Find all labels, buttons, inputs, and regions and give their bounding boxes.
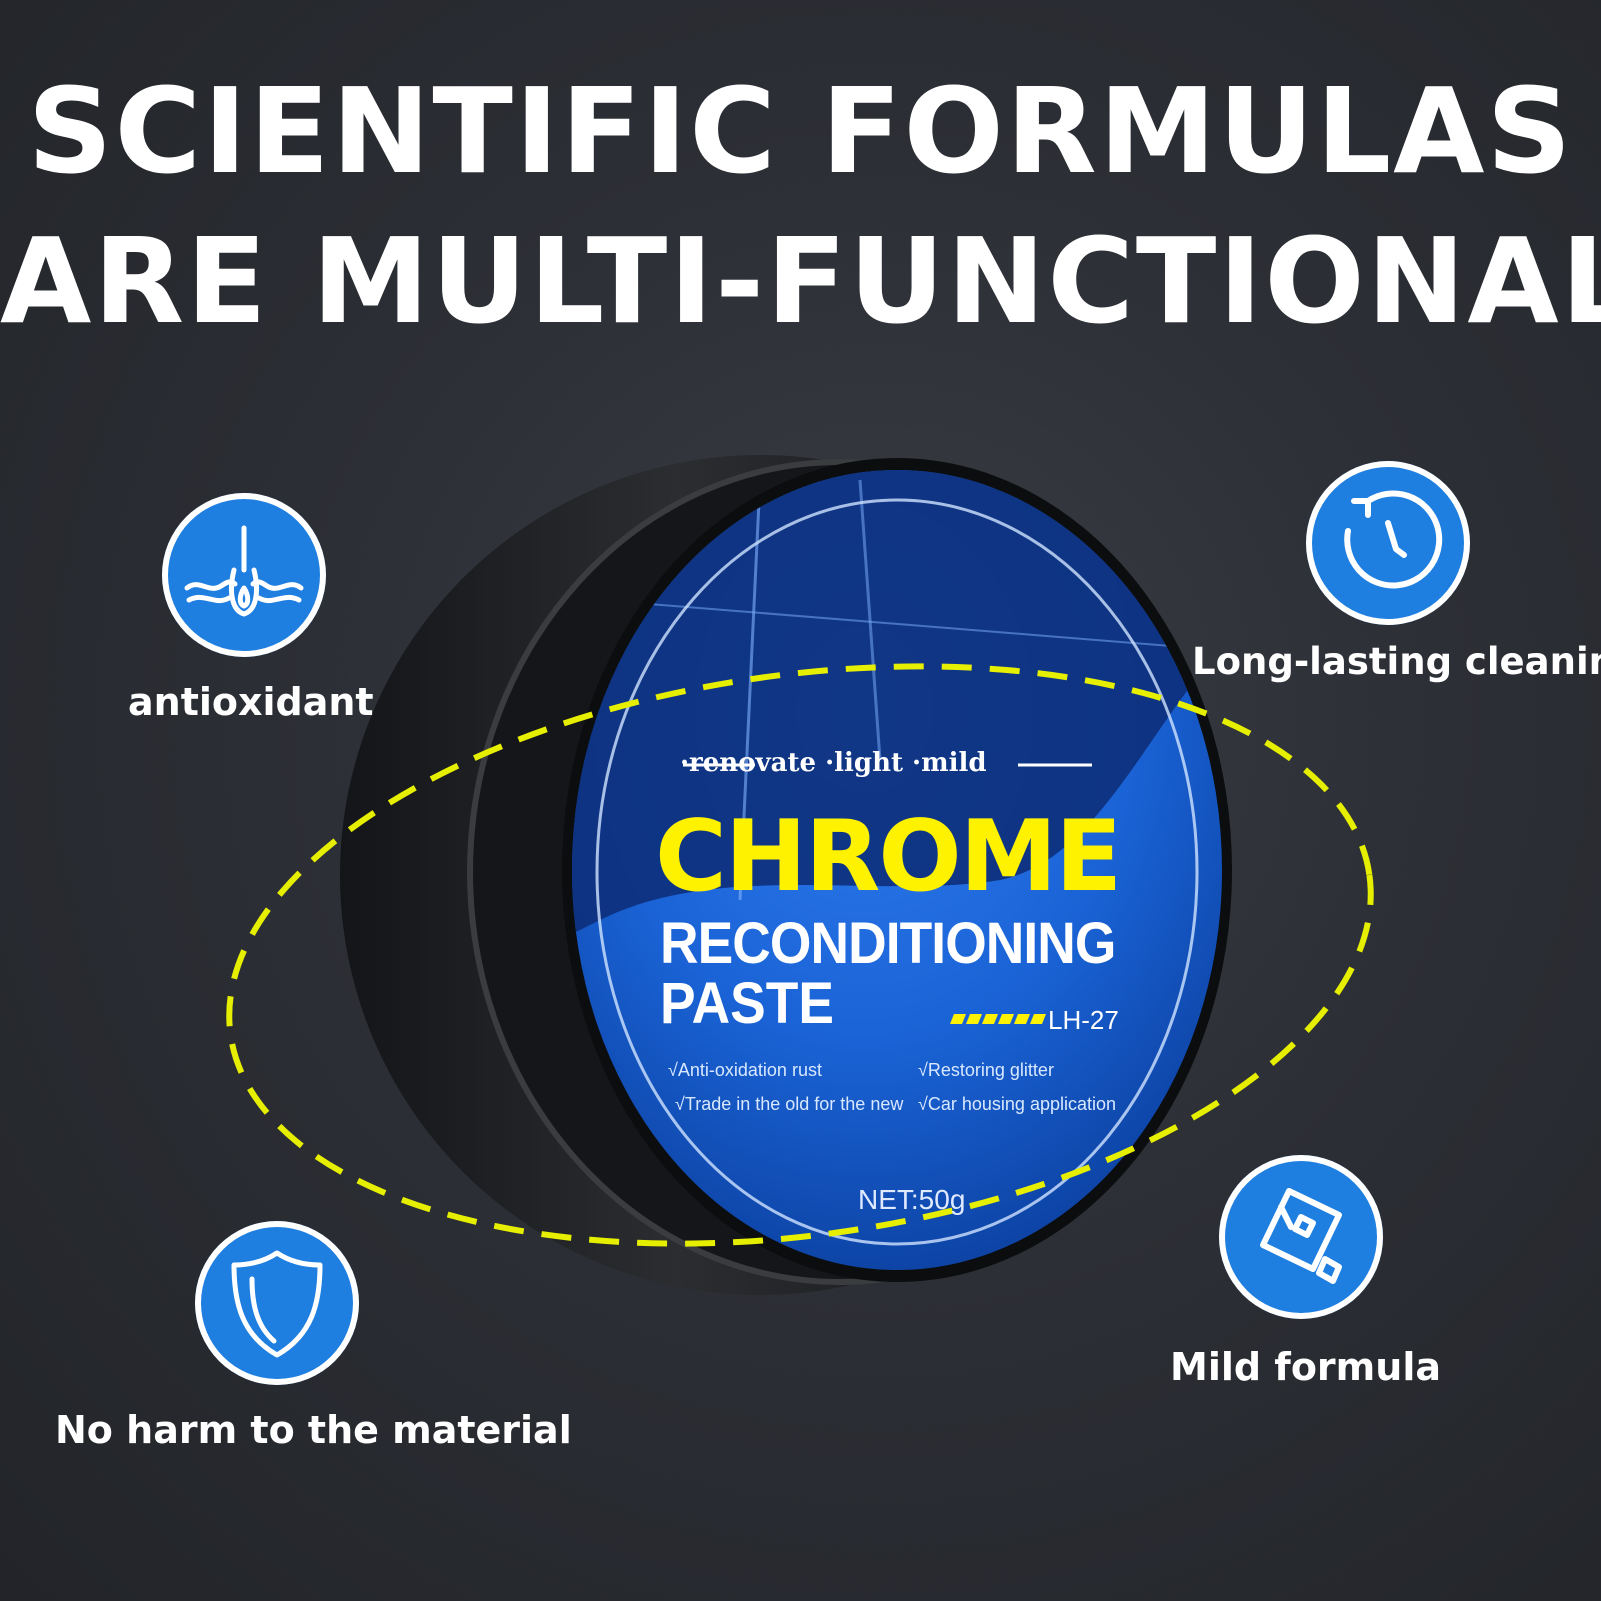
lid-light-streak xyxy=(738,479,762,901)
lid-bullet: √Trade in the old for the new xyxy=(675,1094,904,1114)
feature-label-mild: Mild formula xyxy=(1170,1345,1441,1389)
lid-bullet: √Anti-oxidation rust xyxy=(668,1060,822,1080)
headline-line-2: ARE MULTI-FUNCTIONAL xyxy=(0,212,1601,350)
lid-bullet: √Restoring glitter xyxy=(918,1060,1054,1080)
pore-drop-icon xyxy=(162,493,326,657)
clock-refresh-icon xyxy=(1306,461,1470,625)
lid-light-streak-2 xyxy=(858,479,882,761)
lid-brand: CHROME xyxy=(655,800,1122,914)
orbit-dashed-ellipse xyxy=(226,663,1374,1247)
lid-tagline: ·renovate ·light ·mild xyxy=(680,748,987,778)
lid-name-line-3: PASTE xyxy=(660,971,834,1036)
lid-inner-ring xyxy=(595,498,1199,1246)
feature-label-long-lasting: Long-lasting cleaning xyxy=(1192,640,1601,683)
lid-name-line-2: RECONDITIONING xyxy=(660,911,1116,976)
lid-light-streak-3 xyxy=(599,599,1221,651)
lid-bullet: √Car housing application xyxy=(918,1094,1116,1114)
feature-label-antioxidant: antioxidant xyxy=(128,680,374,724)
eraser-icon xyxy=(1219,1155,1383,1319)
feature-label-no-harm: No harm to the material xyxy=(55,1408,572,1452)
lid-model: LH-27 xyxy=(1048,1005,1119,1035)
shield-icon xyxy=(195,1221,359,1385)
headline-line-1: SCIENTIFIC FORMULAS xyxy=(27,62,1574,200)
model-stripes-icon xyxy=(950,1014,1046,1024)
lid-net-weight: NET:50g xyxy=(858,1184,966,1215)
lid-dark-wave xyxy=(572,470,1222,940)
